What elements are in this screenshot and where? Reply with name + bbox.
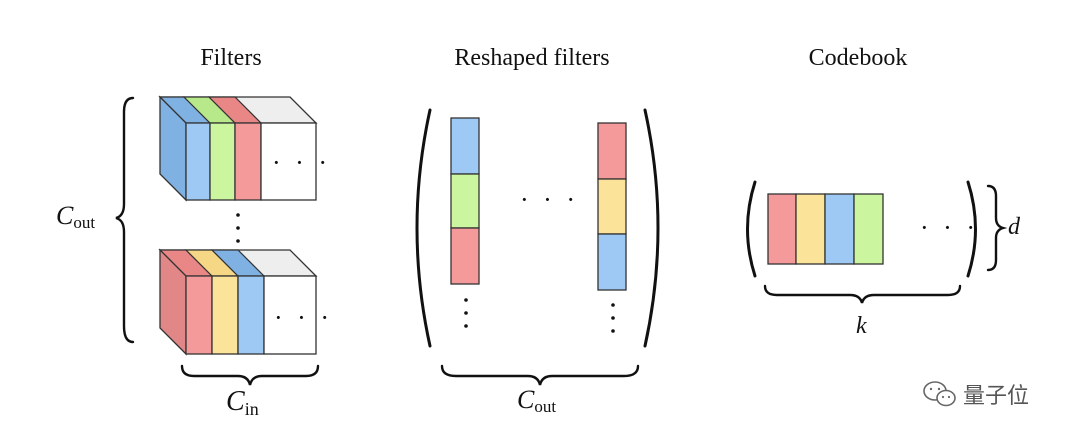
reshaped-col2-cell-yellow: [597, 178, 627, 235]
watermark: 量子位: [923, 381, 1029, 409]
bottom-filter-cell-yellow: [211, 275, 239, 355]
codebook-cell-red: [767, 193, 797, 265]
top-filter-cell-red: [234, 122, 262, 201]
codebook-title: Codebook: [809, 45, 908, 71]
codebook-cell-blue: [824, 193, 855, 265]
bottom-filter-ellipsis: · · ·: [274, 303, 333, 332]
top-filter-cell-green: [209, 122, 236, 201]
filter-block-top: · · ·: [158, 95, 331, 202]
top-filter-cell-blue: [185, 122, 211, 201]
reshaped-col1-cell-red: [450, 227, 480, 285]
filters-cin-label: Cin: [226, 386, 259, 419]
reshaped-right-paren: [643, 108, 660, 348]
reshaped-col1-cell-green: [450, 173, 480, 229]
filters-vertical-ellipsis: [236, 213, 240, 243]
top-filter-cell-rest: [260, 122, 317, 201]
filters-cin-brace: [180, 364, 320, 386]
reshaped-cout-label: Cout: [517, 385, 556, 416]
reshaped-column-first: [450, 117, 480, 328]
filters-title: Filters: [200, 45, 261, 71]
codebook-left-paren: [746, 180, 757, 278]
bottom-filter-cell-rest: [263, 275, 317, 355]
codebook-panel: Codebook · · · d k: [746, 45, 1021, 339]
codebook-cell-green: [853, 193, 884, 265]
reshaped-col2-cell-blue: [597, 233, 627, 291]
bottom-filter-cell-red: [185, 275, 213, 355]
filters-panel: Filters · · ·: [56, 45, 333, 419]
codebook-right-paren: [966, 180, 977, 278]
codebook-d-brace: [986, 184, 1008, 272]
watermark-text: 量子位: [963, 384, 1029, 409]
reshaped-col1-cell-blue: [450, 117, 480, 175]
filters-cout-label: Cout: [56, 201, 95, 232]
filters-cout-brace: [115, 96, 135, 344]
wechat-icon: [923, 381, 956, 407]
reshaped-left-paren: [415, 108, 432, 348]
codebook-k-brace: [763, 284, 962, 304]
reshaped-filters-panel: Reshaped filters · · · Cout: [415, 45, 660, 416]
reshaped-col2-cell-red: [597, 122, 627, 180]
codebook-d-label: d: [1008, 214, 1021, 240]
reshaped-filters-title: Reshaped filters: [454, 45, 609, 71]
reshaped-column-last: [597, 122, 627, 333]
top-filter-ellipsis: · · ·: [272, 148, 331, 177]
filter-block-bottom: · · ·: [158, 248, 333, 356]
reshaped-columns-ellipsis: · · ·: [520, 185, 579, 214]
bottom-filter-cell-blue: [237, 275, 265, 355]
codebook-cell-yellow: [795, 193, 826, 265]
codebook-k-label: k: [856, 313, 867, 339]
reshaped-cout-brace: [440, 364, 640, 386]
codebook-ellipsis: · · ·: [920, 213, 979, 242]
